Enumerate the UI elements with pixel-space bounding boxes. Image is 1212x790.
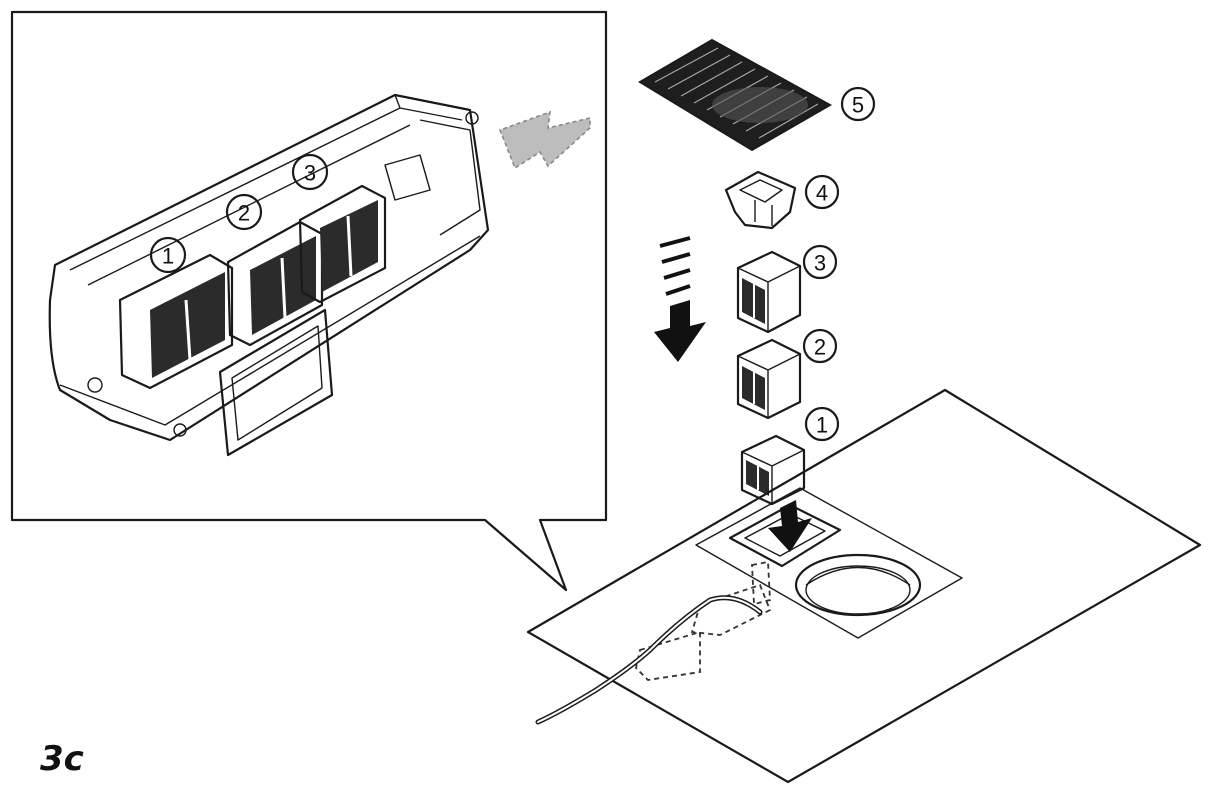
power-cable [535,595,763,725]
figure-label: 3c [40,739,84,779]
stack-callout-1: 1 [804,406,840,442]
filter-tray-4 [724,170,797,230]
inset-filter-1 [118,253,234,390]
plate-cutout-panel [695,487,963,639]
svg-text:3: 3 [304,161,316,186]
carbon-filter-1 [740,434,806,506]
inset-callout-1: 1 [149,236,187,274]
svg-text:1: 1 [816,413,828,438]
carbon-filter-3 [736,250,802,334]
inset-callout-2: 2 [225,193,263,231]
svg-text:2: 2 [238,201,250,226]
stack-callout-4: 4 [804,174,840,210]
svg-text:5: 5 [852,93,864,118]
insertion-direction-arrow-icon [654,236,706,362]
inset-callout-3: 3 [291,153,329,191]
motor-opening [794,553,922,617]
svg-text:2: 2 [814,335,826,360]
hidden-channel-dashed [635,560,772,681]
svg-text:1: 1 [162,244,174,269]
airflow-arrow-icon [498,110,591,170]
stack-callout-2: 2 [802,328,838,364]
stack-callout-3: 3 [802,244,838,280]
svg-text:3: 3 [814,251,826,276]
inset-filter-2 [226,220,324,347]
carbon-filter-2 [736,338,802,420]
hood-base-plate [526,388,1202,784]
hood-unit-illustration [48,93,490,457]
filter-slot [728,503,842,568]
inset-callout-box [10,10,608,592]
inset-filter-3 [298,184,387,304]
stack-callout-5: 5 [840,86,876,122]
slot-down-arrow-icon [768,500,812,552]
mesh-filter-5 [638,38,833,152]
svg-text:4: 4 [816,181,828,206]
